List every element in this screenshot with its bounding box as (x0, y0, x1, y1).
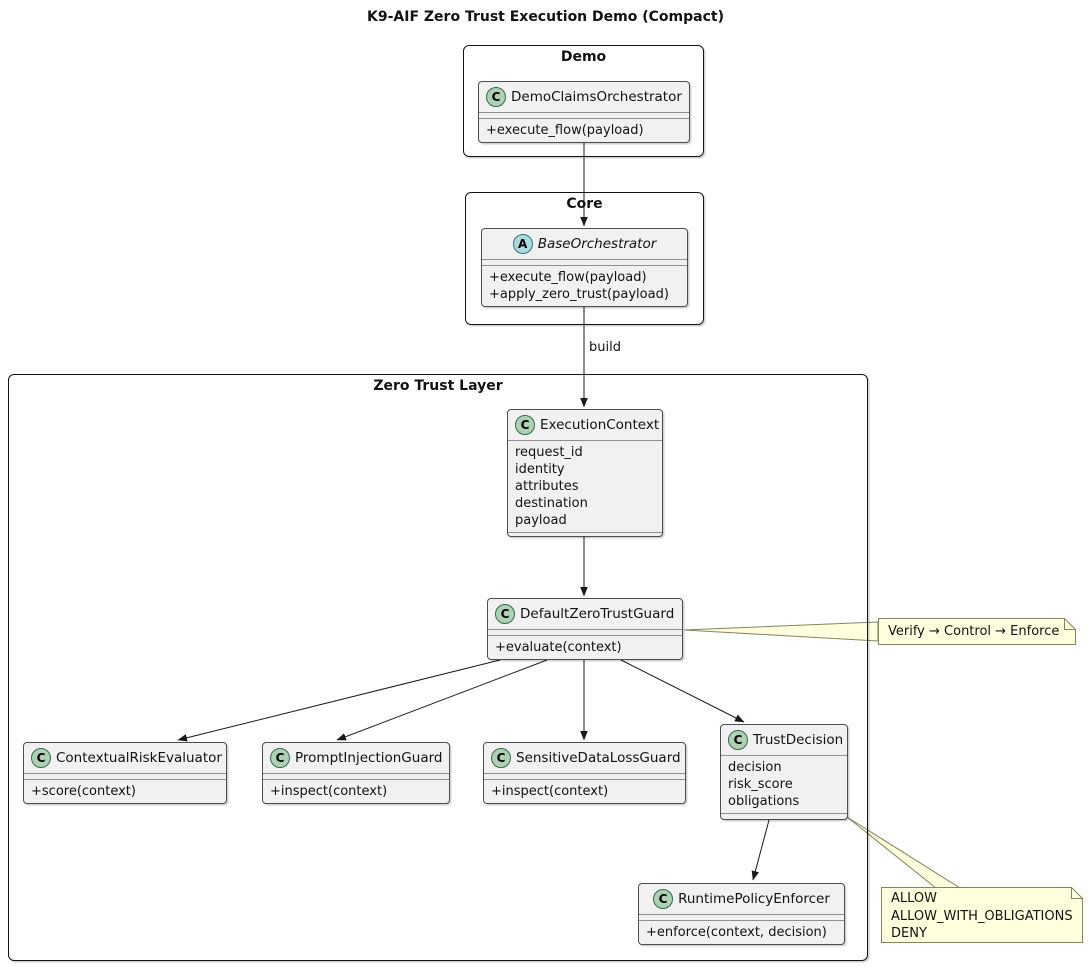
attributes-section-empty (482, 259, 687, 265)
attributes-section-empty (263, 773, 449, 779)
package-zero-trust-layer: Zero Trust Layer (8, 374, 868, 961)
attributes-section-empty (479, 112, 689, 118)
method: +enforce(context, decision) (646, 925, 827, 940)
attribute: attributes (515, 479, 579, 494)
attributes-section-empty (24, 773, 226, 779)
attribute: payload (515, 513, 567, 528)
methods-section-empty (721, 813, 847, 819)
class-header: A BaseOrchestrator (482, 229, 687, 259)
note-text: Verify → Control → Enforce (888, 624, 1060, 639)
abstract-circle-icon: A (512, 234, 533, 254)
methods-section: +execute_flow(payload) +apply_zero_trust… (482, 265, 687, 306)
class-name: PromptInjectionGuard (295, 750, 443, 766)
class-base-orchestrator: A BaseOrchestrator +execute_flow(payload… (481, 228, 688, 307)
method: +inspect(context) (491, 784, 609, 799)
methods-section: +evaluate(context) (488, 635, 682, 659)
attributes-section-empty (639, 914, 844, 920)
class-sensitive-data-loss-guard: C SensitiveDataLossGuard +inspect(contex… (483, 742, 686, 804)
note-text: ALLOW ALLOW_WITH_OBLIGATIONS DENY (891, 890, 1073, 943)
note-shape (878, 618, 1076, 645)
class-prompt-injection-guard: C PromptInjectionGuard +inspect(context) (262, 742, 450, 804)
class-header: C SensitiveDataLossGuard (484, 743, 685, 773)
edge-guard-to-risk-evaluator (177, 659, 501, 742)
edge-label-build: build (589, 340, 621, 355)
class-trust-decision: C TrustDecision decision risk_score obli… (720, 724, 848, 820)
class-circle-icon: C (728, 730, 748, 750)
methods-section: +execute_flow(payload) (479, 118, 689, 142)
attributes-section: decision risk_score obligations (721, 755, 847, 813)
class-header: C TrustDecision (721, 725, 847, 755)
package-core: Core (465, 192, 704, 325)
note-verify-control-enforce: Verify → Control → Enforce (878, 618, 1076, 645)
class-contextual-risk-evaluator: C ContextualRiskEvaluator +score(context… (23, 742, 227, 804)
class-execution-context: C ExecutionContext request_id identity a… (507, 409, 663, 537)
methods-section-empty (508, 532, 662, 536)
class-circle-icon: C (491, 748, 511, 768)
diagram-title: K9-AIF Zero Trust Execution Demo (Compac… (367, 9, 724, 25)
class-circle-icon: C (495, 604, 515, 624)
class-runtime-policy-enforcer: C RuntimePolicyEnforcer +enforce(context… (638, 883, 845, 945)
class-name: SensitiveDataLossGuard (516, 750, 681, 766)
methods-section: +inspect(context) (263, 779, 449, 803)
methods-section: +enforce(context, decision) (639, 920, 844, 944)
class-name: DefaultZeroTrustGuard (520, 606, 675, 622)
attribute: request_id (515, 445, 583, 460)
method: +score(context) (31, 784, 136, 799)
attribute: risk_score (728, 777, 793, 792)
attributes-section: request_id identity attributes destinati… (508, 440, 662, 532)
note-shape (881, 887, 1083, 943)
note-line: DENY (891, 926, 927, 941)
class-default-zero-trust-guard: C DefaultZeroTrustGuard +evaluate(contex… (487, 598, 683, 660)
class-header: C RuntimePolicyEnforcer (639, 884, 844, 914)
class-name: BaseOrchestrator (537, 236, 657, 252)
edge-guard-to-prompt-guard (336, 659, 548, 741)
method: +execute_flow(payload) (486, 123, 644, 138)
class-circle-icon: C (653, 889, 674, 909)
attribute: destination (515, 496, 588, 511)
attributes-section-empty (488, 629, 682, 635)
class-header: C DefaultZeroTrustGuard (488, 599, 682, 629)
class-circle-icon: C (486, 87, 506, 107)
method: +execute_flow(payload) (489, 270, 647, 285)
note-decision-outcomes: ALLOW ALLOW_WITH_OBLIGATIONS DENY (881, 887, 1083, 943)
package-demo-label: Demo (560, 49, 607, 65)
class-header: C PromptInjectionGuard (263, 743, 449, 773)
class-circle-icon: C (31, 748, 51, 768)
edge-decision-to-enforcer (751, 819, 770, 881)
attribute: decision (728, 760, 782, 775)
class-name: ExecutionContext (540, 417, 660, 433)
class-header: C ExecutionContext (508, 410, 662, 440)
edge-guard-to-trust-decision (620, 659, 745, 723)
class-name: TrustDecision (753, 732, 844, 748)
class-demo-claims-orchestrator: C DemoClaimsOrchestrator +execute_flow(p… (478, 81, 690, 143)
attributes-section-empty (484, 773, 685, 779)
method: +evaluate(context) (495, 640, 622, 655)
class-circle-icon: C (270, 748, 290, 768)
class-name: DemoClaimsOrchestrator (511, 89, 682, 105)
attribute: identity (515, 462, 565, 477)
class-circle-icon: C (515, 415, 535, 435)
class-header: C ContextualRiskEvaluator (24, 743, 226, 773)
note-fold-icon (1064, 618, 1076, 630)
package-demo: Demo (463, 45, 704, 157)
attribute: obligations (728, 794, 800, 809)
package-core-label: Core (566, 196, 603, 212)
class-name: RuntimePolicyEnforcer (678, 891, 830, 907)
method: +inspect(context) (270, 784, 388, 799)
package-zero-trust-layer-label: Zero Trust Layer (373, 378, 503, 394)
methods-section: +score(context) (24, 779, 226, 803)
class-header: C DemoClaimsOrchestrator (479, 82, 689, 112)
method: +apply_zero_trust(payload) (489, 287, 669, 302)
note-line: ALLOW_WITH_OBLIGATIONS (891, 908, 1073, 924)
class-name: ContextualRiskEvaluator (56, 750, 222, 766)
methods-section: +inspect(context) (484, 779, 685, 803)
note-fold-icon (1071, 887, 1083, 899)
note-line: ALLOW (891, 891, 938, 906)
